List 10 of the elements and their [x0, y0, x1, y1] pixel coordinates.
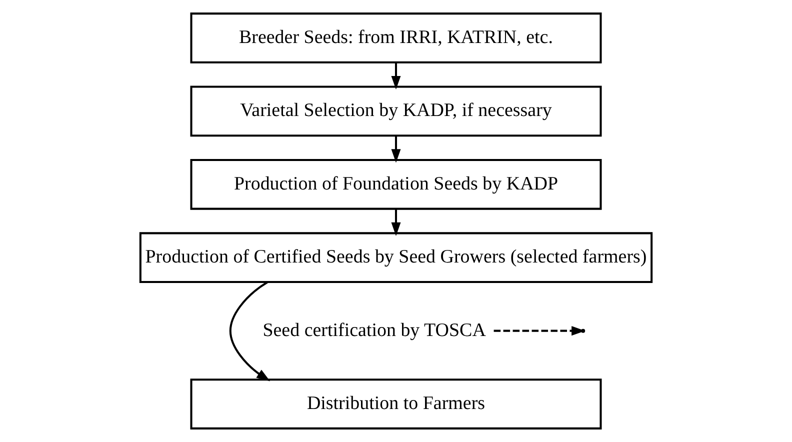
- arrow: [391, 136, 401, 163]
- node-box: Distribution to Farmers: [190, 378, 602, 430]
- node-box: Varietal Selection by KADP, if necessary: [190, 86, 602, 137]
- arrow: [391, 208, 401, 236]
- node-box: Production of Foundation Seeds by KADP: [190, 158, 602, 210]
- arrow: [229, 281, 270, 382]
- arrow: [391, 62, 401, 90]
- node-box: Production of Certified Seeds by Seed Growers (selected farmers): [139, 232, 653, 284]
- node-text: Seed certification by TOSCA: [262, 320, 486, 341]
- node-box: Breeder Seeds: from IRRI, KATRIN, etc.: [190, 12, 602, 64]
